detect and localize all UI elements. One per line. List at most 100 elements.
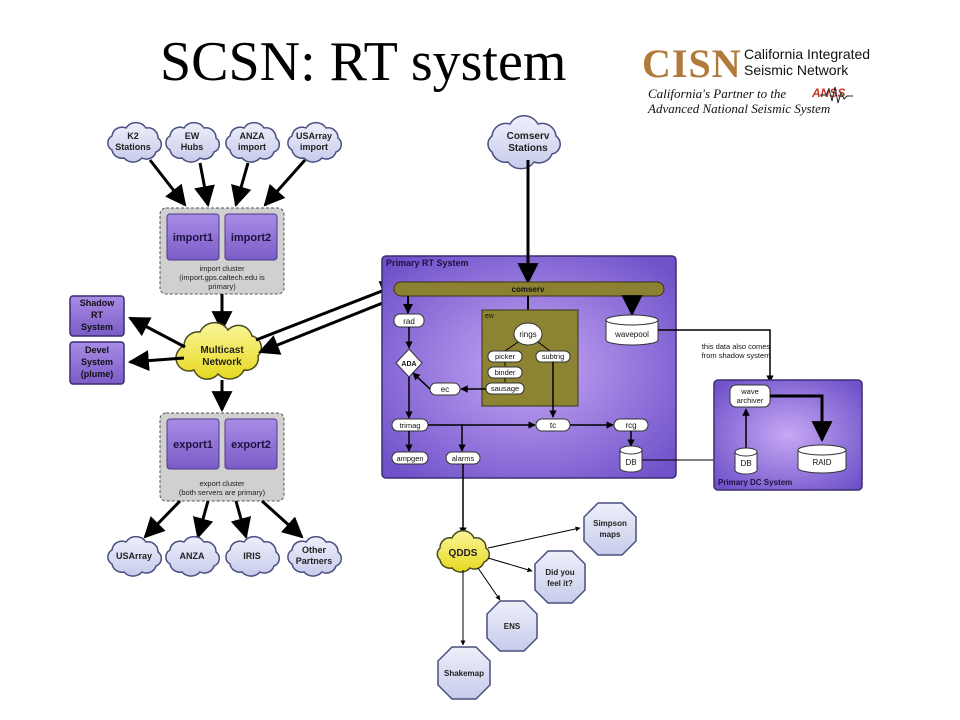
anza-import-label-line1: ANZA [240, 131, 265, 141]
export-cluster: export1 export2 export cluster (both ser… [159, 412, 285, 502]
ew-hubs-cloud: EW Hubs [165, 121, 220, 163]
shakemap-label: Shakemap [444, 669, 484, 678]
svg-text:Hubs: Hubs [181, 142, 204, 152]
svg-text:rad: rad [403, 317, 415, 326]
subtrig-node: subtrig [535, 350, 571, 363]
edge-export-other [260, 499, 304, 539]
cisn-org-line2: Seismic Network [744, 62, 849, 78]
svg-text:ADA: ADA [401, 361, 416, 368]
rad-node: rad [393, 313, 425, 328]
svg-text:ampgen: ampgen [396, 454, 423, 463]
svg-text:Did you: Did you [545, 568, 574, 577]
svg-text:Shadow: Shadow [80, 298, 116, 308]
cisn-logo-mark: CISN [642, 41, 742, 86]
db-dc-node: DB [734, 447, 758, 475]
edge-wavepool-archiver [658, 329, 774, 383]
binder-label: binder [495, 368, 516, 377]
simpson-line2: maps [600, 530, 621, 539]
svg-text:IRIS: IRIS [243, 551, 261, 561]
svg-text:archiver: archiver [737, 396, 764, 405]
cisn-logo: CISN California Integrated Seismic Netwo… [640, 40, 940, 120]
svg-text:QDDS: QDDS [449, 548, 478, 559]
svg-text:Comserv: Comserv [507, 131, 550, 142]
svg-text:export2: export2 [231, 439, 271, 451]
svg-text:Network: Network [202, 357, 242, 368]
sausage-label: sausage [491, 384, 519, 393]
iris-output-cloud: IRIS [225, 535, 280, 577]
svg-text:import cluster: import cluster [199, 264, 245, 273]
svg-text:Simpson: Simpson [593, 519, 627, 528]
devel-system: Devel System (plume) [69, 341, 125, 385]
k2-label-line1: K2 [127, 131, 139, 141]
svg-text:import1: import1 [173, 232, 213, 244]
raid-label: RAID [812, 458, 831, 467]
svg-text:USArray: USArray [296, 131, 332, 141]
edge-rings-subtrig [537, 341, 551, 352]
did-you-feel-it-node: Did you feel it? [534, 550, 586, 604]
trimag-node: trimag [391, 418, 429, 432]
picker-label: picker [495, 352, 516, 361]
anss-waveform-icon [820, 86, 853, 104]
anza-output-cloud: ANZA [165, 535, 220, 577]
k2-label-line2: Stations [115, 142, 151, 152]
usarray-import-cloud: USArray import [287, 121, 342, 163]
rad-label: rad [403, 317, 415, 326]
raid-node: RAID [797, 444, 847, 474]
shadow-rt-system: Shadow RT System [69, 295, 125, 337]
devel-line3: (plume) [81, 369, 114, 379]
binder-node: binder [487, 366, 523, 379]
edge-multicast-shadow [128, 316, 186, 349]
simpson-line1: Simpson [593, 519, 627, 528]
shadow-note-line1: this data also comes [702, 342, 771, 351]
edge-usarray-import [263, 159, 307, 207]
alarms-label: alarms [452, 454, 475, 463]
svg-text:Primary DC System: Primary DC System [718, 478, 792, 487]
slide-title: SCSN: RT system [160, 31, 567, 93]
svg-text:Multicast: Multicast [200, 345, 244, 356]
svg-text:DB: DB [740, 459, 751, 468]
svg-text:ENS: ENS [504, 622, 521, 631]
usarray-import-label-line2: import [300, 142, 328, 152]
svg-text:System: System [81, 322, 113, 332]
svg-text:binder: binder [495, 368, 516, 377]
svg-text:import2: import2 [231, 232, 271, 244]
multicast-line2: Network [202, 357, 242, 368]
dyfi-line1: Did you [545, 568, 574, 577]
multicast-line1: Multicast [200, 345, 244, 356]
edge-multicast-devel [127, 350, 185, 372]
svg-text:(plume): (plume) [81, 369, 114, 379]
other-partners-line2: Partners [296, 556, 333, 566]
shadow-line2: RT [91, 310, 103, 320]
trimag-label: trimag [400, 421, 421, 430]
tc-node: tc [535, 418, 571, 432]
tc-label: tc [550, 421, 556, 430]
db-rt-label: DB [625, 458, 636, 467]
svg-text:primary): primary) [208, 282, 236, 291]
ec-label: ec [441, 385, 449, 394]
svg-text:wave: wave [740, 387, 759, 396]
cisn-tagline2: Advanced National Seismic System [648, 101, 831, 116]
ada-label: ADA [401, 361, 416, 368]
edge-qdds-dyfi [487, 557, 533, 573]
ampgen-node: ampgen [391, 451, 429, 465]
picker-node: picker [487, 350, 523, 363]
svg-text:Stations: Stations [508, 143, 548, 154]
wave-archiver-line1: wave [740, 387, 759, 396]
svg-text:maps: maps [600, 530, 621, 539]
import-cluster-line3: primary) [208, 282, 236, 291]
export-cluster-line1: export cluster [199, 479, 245, 488]
db-dc-label: DB [740, 459, 751, 468]
svg-text:import: import [238, 142, 266, 152]
edge-archiver-raid [770, 394, 833, 443]
import-cluster: import1 import2 import cluster (import.g… [159, 207, 285, 295]
wave-archiver-line2: archiver [737, 396, 764, 405]
svg-text:wavepool: wavepool [614, 330, 649, 339]
svg-text:RAID: RAID [812, 458, 831, 467]
svg-text:ANZA: ANZA [240, 131, 265, 141]
ew-hubs-label-line1: EW [185, 131, 200, 141]
svg-text:rings: rings [519, 330, 536, 339]
multicast-network-cloud: Multicast Network [175, 321, 263, 380]
svg-text:Stations: Stations [115, 142, 151, 152]
anza-output-label: ANZA [180, 551, 205, 561]
edge-qdds-simpson [487, 526, 581, 549]
